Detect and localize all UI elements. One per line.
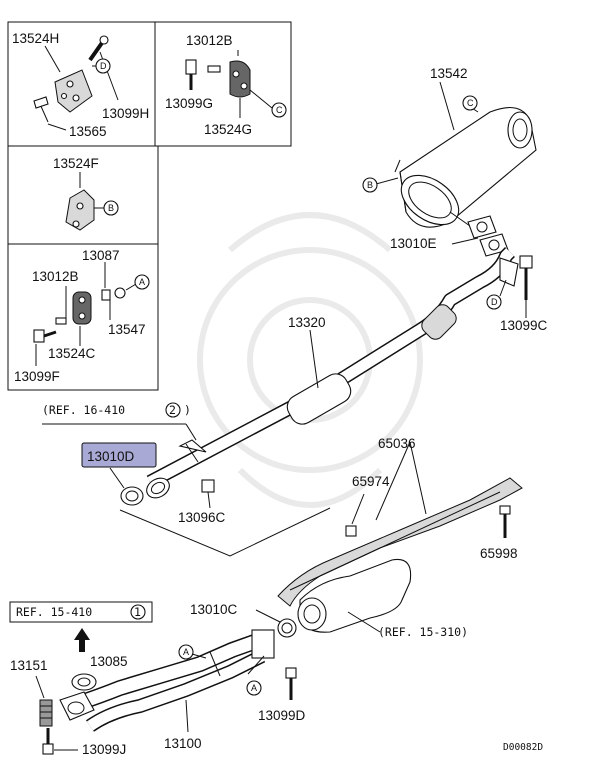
hanger-13524G-drawing <box>185 50 287 118</box>
label-13524H: 13524H <box>12 31 59 46</box>
label-13085: 13085 <box>90 654 128 669</box>
bolt-65998-drawing <box>499 505 511 538</box>
label-13012B-top: 13012B <box>186 33 233 48</box>
bolt-13099J-drawing <box>42 728 78 755</box>
label-13099D: 13099D <box>258 708 306 723</box>
hanger-detail-panel <box>7 21 292 391</box>
ref-16-410-close: ) <box>184 403 191 417</box>
label-13010D[interactable]: 13010D <box>87 449 135 464</box>
spring-13151-drawing <box>35 675 53 727</box>
label-13012B-mid: 13012B <box>32 269 79 284</box>
bolt-13099D-drawing <box>285 667 297 700</box>
hanger-13524C-drawing <box>33 262 150 366</box>
label-13099J: 13099J <box>82 742 126 757</box>
callout-B-left: B <box>108 203 114 213</box>
label-65998: 65998 <box>480 546 518 561</box>
callout-D-upper: D <box>100 61 107 71</box>
callout-A-front-1: A <box>183 647 189 657</box>
label-13320: 13320 <box>288 315 326 330</box>
label-13524F: 13524F <box>53 156 99 171</box>
watermark-emblem <box>197 212 423 508</box>
label-13099G: 13099G <box>165 96 213 111</box>
label-13565: 13565 <box>69 124 107 139</box>
ref-16-410-note: (REF. 16-410 2 ) <box>42 402 197 441</box>
clip-65974-drawing <box>345 493 365 537</box>
center-pipe-13320-drawing <box>146 247 519 499</box>
gasket-13010D-drawing <box>109 467 144 506</box>
callout-B-muffler: B <box>367 180 373 190</box>
label-13099F: 13099F <box>14 369 60 384</box>
label-13151: 13151 <box>10 658 48 673</box>
hanger-13524F-drawing <box>65 172 119 231</box>
muffler-13542-drawing <box>362 81 537 228</box>
ref-15-410-text: REF. 15-410 <box>16 605 92 619</box>
ref-15-310: (REF. 15-310) <box>378 625 468 639</box>
part-13010D-highlight[interactable]: 13010D <box>81 442 157 468</box>
gasket-13010C-drawing <box>255 609 297 638</box>
label-65036: 65036 <box>378 436 416 451</box>
gasket-13010E-drawing <box>451 215 509 257</box>
ref-15-410-number: 1 <box>134 605 141 619</box>
label-13010C: 13010C <box>190 602 238 617</box>
callout-C-muffler: C <box>467 98 474 108</box>
catalytic-converter-drawing <box>297 558 412 633</box>
ref-15-410-note: REF. 15-410 1 <box>9 601 153 623</box>
label-13524C: 13524C <box>48 346 96 361</box>
nut-13096C-drawing <box>201 479 215 509</box>
heat-shield-65036-drawing <box>277 441 523 607</box>
callout-C-upper: C <box>276 105 283 115</box>
bolt-13099C-drawing <box>519 255 533 318</box>
callout-D-pipe: D <box>491 297 498 307</box>
up-arrow-icon <box>74 628 90 652</box>
label-13099C: 13099C <box>500 318 548 333</box>
label-65974: 65974 <box>352 474 390 489</box>
diagram-code: D00082D <box>503 742 543 753</box>
label-13547: 13547 <box>108 322 146 337</box>
hanger-13524H-drawing <box>33 35 119 131</box>
label-13542: 13542 <box>430 66 468 81</box>
ref-16-410-number: 2 <box>169 403 176 417</box>
gasket-13085-drawing <box>71 673 97 691</box>
callout-A-panel: A <box>139 277 145 287</box>
label-13010E: 13010E <box>390 236 437 251</box>
label-13096C: 13096C <box>178 510 226 525</box>
label-13099H: 13099H <box>102 106 149 121</box>
label-13087: 13087 <box>82 248 120 263</box>
front-pipe-13100-drawing <box>59 629 275 733</box>
callout-A-front-2: A <box>251 683 257 693</box>
label-13100: 13100 <box>164 736 202 751</box>
ref-16-410-text: (REF. 16-410 <box>42 403 125 417</box>
label-13524G: 13524G <box>204 122 252 137</box>
